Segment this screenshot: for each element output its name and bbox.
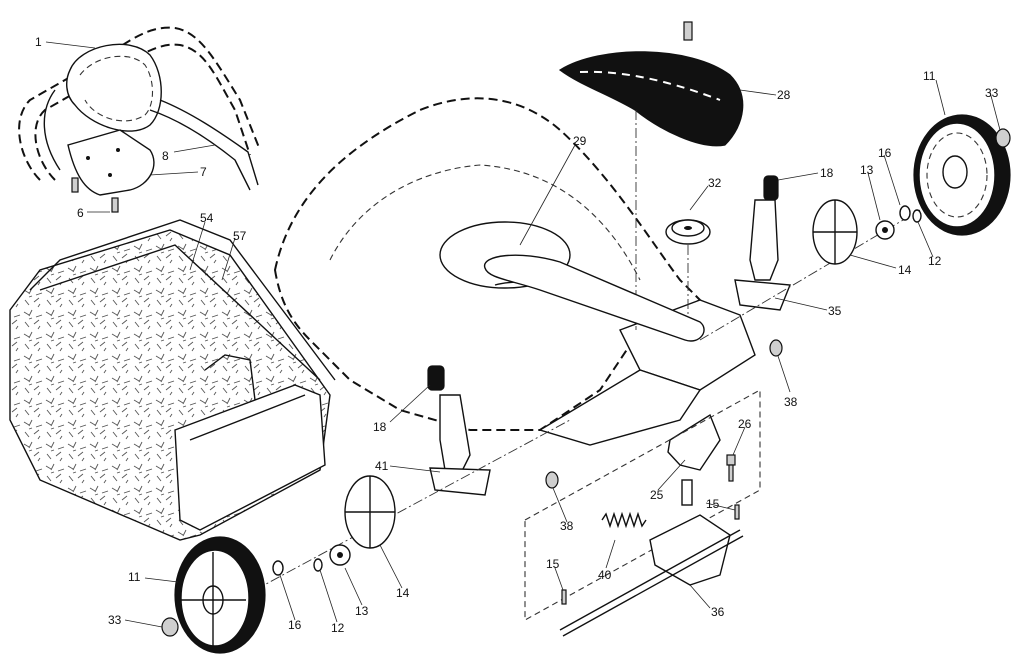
spring-part-40	[601, 511, 647, 529]
callout-6: 6	[77, 206, 84, 220]
callout-8: 8	[162, 149, 169, 163]
callout-7: 7	[200, 165, 207, 179]
callout-1: 1	[35, 35, 42, 49]
callout-13-left: 13	[355, 604, 369, 618]
belt-part-29	[484, 254, 705, 342]
callout-33-right: 33	[985, 86, 999, 100]
right-washer-part-16	[899, 205, 911, 221]
callout-25: 25	[650, 488, 664, 502]
callout-54: 54	[200, 211, 214, 225]
left-hubcap-part-14	[344, 475, 396, 549]
bolts-part-6	[71, 177, 119, 213]
pin-part-15-right	[734, 504, 740, 520]
callout-16-left: 16	[288, 618, 302, 632]
callout-26: 26	[738, 417, 752, 431]
callout-18-right: 18	[820, 166, 834, 180]
handle-grip-part-1	[66, 43, 162, 132]
callout-38-left: 38	[560, 519, 574, 533]
callout-32: 32	[708, 176, 722, 190]
left-clip-part-12	[313, 558, 323, 572]
callout-15-left: 15	[546, 557, 560, 571]
callout-33-left: 33	[108, 613, 122, 627]
handle-lower-left	[43, 89, 61, 171]
callout-38-right: 38	[784, 395, 798, 409]
transmission-part-36	[524, 389, 761, 637]
rear-flap-part-28	[558, 21, 744, 330]
right-wheel-part-11	[913, 114, 1011, 236]
pin-part-15-left	[561, 589, 567, 605]
callout-18-left: 18	[373, 420, 387, 434]
callout-29: 29	[573, 134, 587, 148]
grass-bag	[9, 219, 336, 541]
left-nut-part-33	[161, 617, 179, 637]
nut-part-38-right	[769, 339, 783, 357]
bolt-part-26	[726, 454, 736, 482]
upper-handle-dashed	[18, 26, 261, 181]
callout-36: 36	[711, 605, 725, 619]
callout-40: 40	[598, 568, 612, 582]
leader-lines	[45, 41, 1001, 628]
callout-35: 35	[828, 304, 842, 318]
handle-bar-part-8	[149, 99, 259, 191]
left-height-adjuster	[254, 365, 571, 591]
callout-11-left: 11	[128, 570, 141, 584]
callout-13-right: 13	[860, 163, 874, 177]
callout-12-left: 12	[331, 621, 345, 635]
callout-14-left: 14	[396, 586, 410, 600]
callout-28: 28	[777, 88, 791, 102]
nut-part-38-left	[545, 471, 559, 489]
bracket-part-25	[667, 413, 721, 471]
callout-11-right: 11	[923, 69, 936, 83]
right-clip-part-12	[912, 209, 922, 223]
right-nut-part-33	[995, 128, 1011, 148]
right-hubcap-part-14	[812, 199, 858, 265]
handle-bracket-part-7	[67, 129, 155, 196]
callout-14-right: 14	[898, 263, 912, 277]
callout-12-right: 12	[928, 254, 942, 268]
callout-15-right: 15	[706, 497, 720, 511]
pulley-part-32	[665, 219, 711, 335]
callout-57: 57	[233, 229, 247, 243]
right-height-adjuster	[699, 175, 921, 341]
callout-16-right: 16	[878, 146, 892, 160]
left-gear-part-13	[329, 544, 351, 566]
left-washer-part-16	[272, 560, 284, 576]
callout-41: 41	[375, 459, 389, 473]
right-gear-part-13	[875, 220, 895, 240]
left-wheel-part-11	[174, 536, 266, 654]
